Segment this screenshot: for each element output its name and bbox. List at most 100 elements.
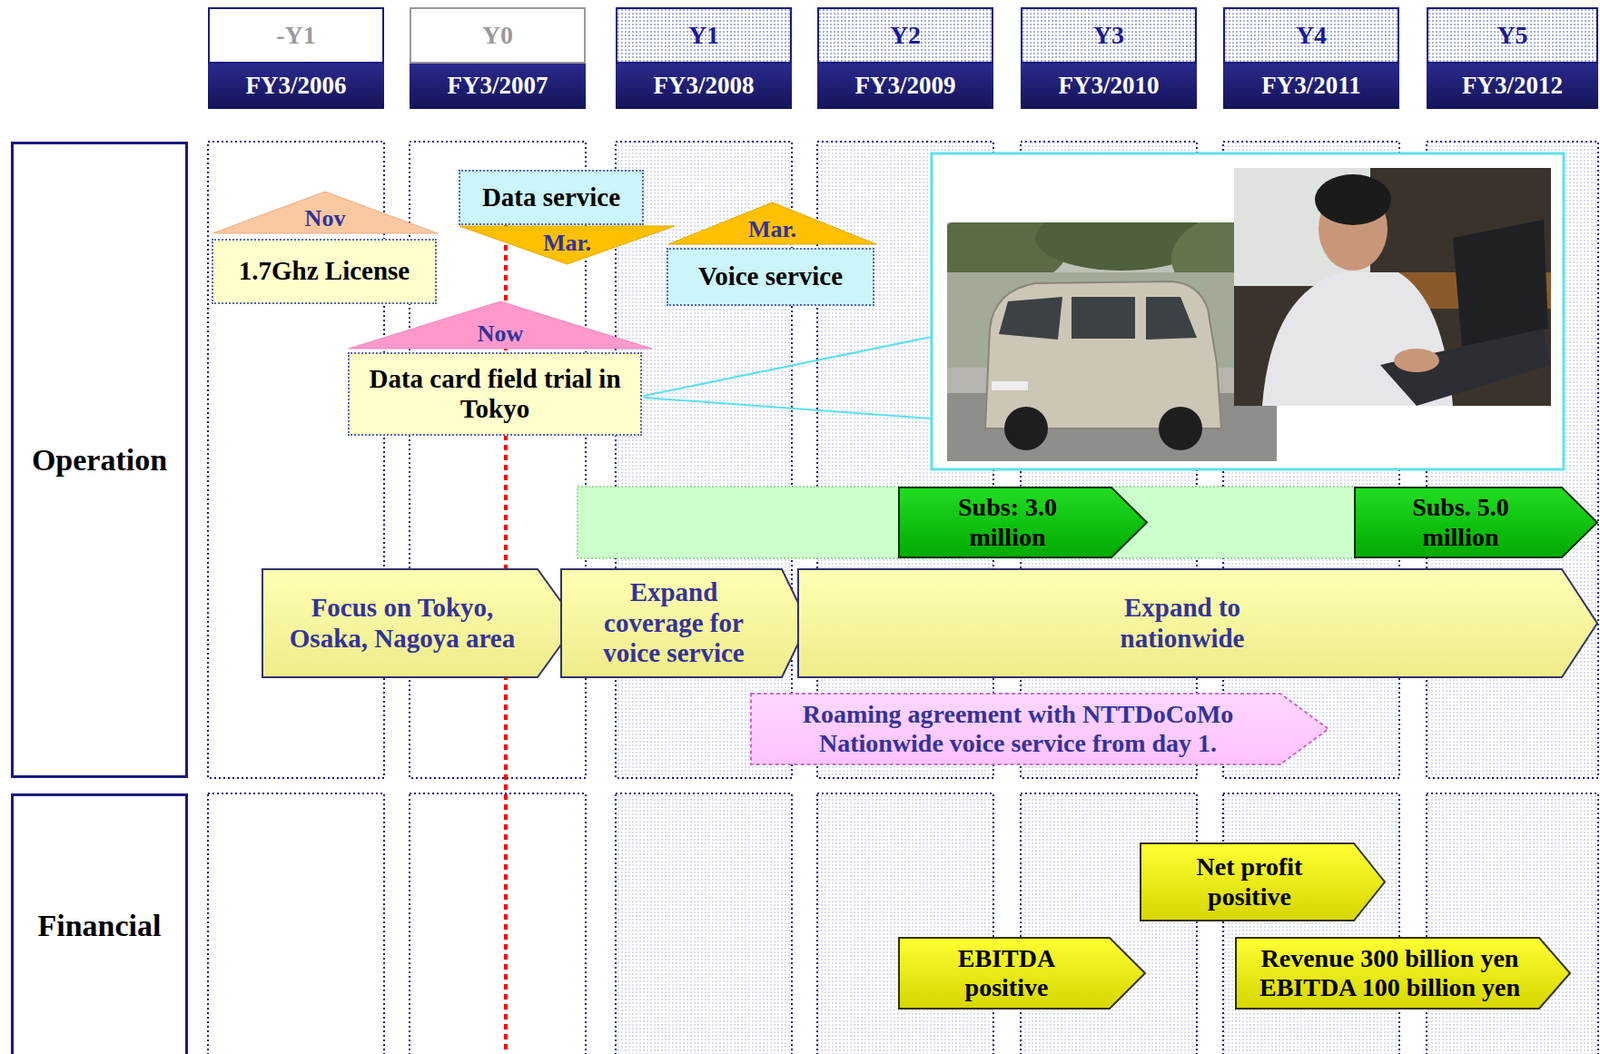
shape-fill [798,569,1598,678]
year-header: Y5FY3/2012 [1426,7,1599,109]
column-panel [1426,793,1599,1054]
column-panel [1020,793,1197,1054]
milestone-box: 1.7Ghz License [211,238,437,305]
financial-arrow: Revenue 300 billion yenEBITDA 100 billio… [1234,937,1571,1010]
milestone-triangle: Mar. [667,201,878,246]
row-label-text: Financial [37,908,161,944]
shape-fill [1140,843,1385,921]
fiscal-year-cell: FY3/2012 [1426,63,1599,109]
milestone-triangle: Mar. [458,225,676,266]
fiscal-year-label: FY3/2009 [855,71,957,100]
shape-text: Subs: 3.0 million [935,493,1081,552]
year-label: Y2 [889,20,921,50]
shape-text: Focus on Tokyo, Osaka, Nagoya area [270,592,534,654]
year-header: -Y1FY3/2006 [207,7,385,109]
year-header: Y1FY3/2008 [615,7,792,109]
year-cell: Y1 [615,7,792,64]
column-panel [1223,793,1400,1054]
shape-fill [668,202,877,245]
fiscal-year-label: FY3/2008 [653,71,755,100]
milestone-triangle: Nov [211,190,439,235]
photo-callout [643,153,1564,470]
year-header: Y3FY3/2010 [1020,7,1197,109]
year-header: Y0FY3/2007 [409,7,586,109]
milestone-box: Data service [458,169,644,226]
shape-text: Revenue 300 billion yen [1261,944,1520,974]
column-panel [207,793,385,1054]
van-body [985,281,1222,429]
fiscal-year-cell: FY3/2008 [615,63,792,109]
column-panel [409,793,586,1054]
phase-arrow: Focus on Tokyo, Osaka, Nagoya area [261,568,578,679]
year-label: -Y1 [276,20,317,50]
shape-text: Expand to nationwide [1105,592,1260,654]
year-header: Y4FY3/2011 [1223,7,1400,109]
fiscal-year-cell: FY3/2010 [1020,63,1197,109]
shape-fill [1235,938,1571,1009]
shape-fill [898,938,1146,1009]
shape-text: 1.7Ghz License [238,256,411,287]
year-label: Y0 [482,20,514,50]
shape-text: Subs. 5.0 million [1388,493,1534,552]
financial-arrow: Net profit positive [1139,842,1386,922]
subscriber-arrow: Subs: 3.0 million [898,486,1148,559]
fiscal-year-label: FY3/2007 [447,71,549,100]
shape-fill [561,569,809,678]
fiscal-year-label: FY3/2010 [1058,71,1160,100]
column-panel [817,793,994,1054]
shape-text: EBITDA positive [925,944,1089,1003]
shape-text: Nov [305,205,346,233]
financial-arrow: EBITDA positive [898,937,1146,1010]
shape-text: Voice service [698,261,843,292]
row-label-text: Operation [31,442,168,478]
fiscal-year-label: FY3/2011 [1261,71,1362,100]
laptop-base [1380,328,1551,406]
roaming-arrow: Roaming agreement with NTTDoCoMoNationwi… [750,692,1330,766]
van-light [991,381,1028,391]
milestone-box: Voice service [666,247,875,307]
van-window [1145,296,1197,340]
user-photo [1234,167,1551,406]
year-label: Y5 [1496,20,1528,50]
phase-arrow: Expand to nationwide [797,568,1599,679]
subscriber-band [577,486,1358,559]
shape-fill [212,191,438,234]
fiscal-year-cell: FY3/2007 [409,63,586,109]
shape-text: Mar. [748,216,797,244]
shape-fill [898,487,1147,558]
shape-text: Expand coverage for voice service [582,577,765,669]
van-window [998,296,1063,340]
van-wheel [1004,406,1048,451]
column-panel [615,793,792,1054]
shape-text: Mar. [543,229,592,257]
shape-text: EBITDA 100 billion yen [1259,973,1521,1003]
column-panels [207,141,1599,1054]
year-cell: Y4 [1223,7,1400,64]
callout-leader [643,397,932,419]
shape-fill [750,693,1329,765]
shape-fill [348,301,652,349]
fiscal-year-cell: FY3/2011 [1223,63,1400,109]
phase-arrow: Expand coverage for voice service [560,568,810,679]
column-panel [207,141,385,779]
photo-ground [1234,167,1551,406]
van-photo [947,222,1277,462]
year-cell: Y3 [1020,7,1197,64]
laptop-screen [1452,219,1549,347]
now-triangle: Now [347,300,653,350]
callout-frame [931,153,1564,470]
shape-text: Data service [482,182,621,213]
shape-text: Nationwide voice service from day 1. [819,729,1217,759]
shape-text: Net profit positive [1167,852,1332,911]
fiscal-year-label: FY3/2006 [246,71,347,100]
shape-fill [262,569,577,678]
shape-text: Data card field trial in Tokyo [356,364,633,425]
shape-fill [459,226,675,265]
van-window [1071,296,1136,339]
milestone-box: Data card field trial in Tokyo [347,352,642,436]
fiscal-year-cell: FY3/2006 [207,63,385,109]
row-label: Operation [10,141,188,779]
year-header: Y2FY3/2009 [817,7,994,109]
fiscal-year-label: FY3/2012 [1461,71,1563,100]
